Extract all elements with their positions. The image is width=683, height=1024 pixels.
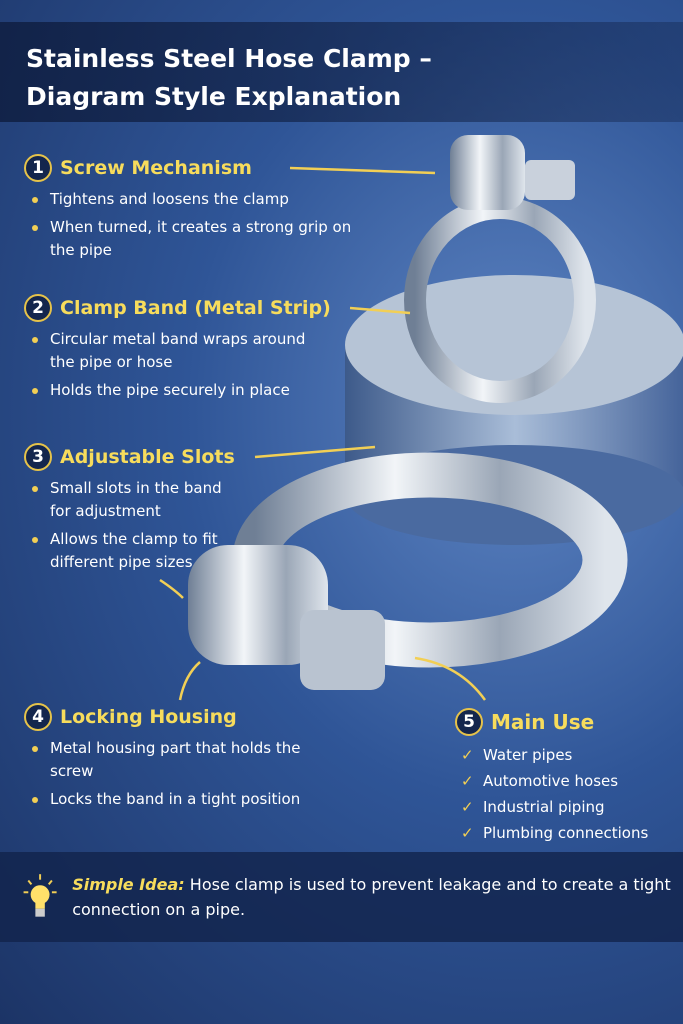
section-heading: Adjustable Slots (60, 446, 235, 468)
title-banner: Stainless Steel Hose Clamp – Diagram Sty… (0, 22, 683, 122)
arrow-1 (289, 166, 436, 175)
lightbulb-icon (23, 874, 57, 917)
arrow-3b (159, 578, 184, 599)
arrow-4 (178, 661, 201, 701)
section-locking-housing: 4 Locking Housing Metal housing part that… (24, 703, 344, 816)
bullet: Small slots in the band for adjustment (24, 477, 229, 523)
number-badge: 3 (24, 443, 52, 471)
arrow-5 (414, 656, 487, 701)
simple-idea-body: Hose clamp is used to prevent leakage an… (72, 875, 671, 919)
section-adjustable-slots: 3 Adjustable Slots Small slots in the ban… (24, 443, 235, 579)
simple-idea-label: Simple Idea: (72, 875, 185, 894)
check-item: Water pipes (457, 744, 648, 767)
number-badge: 2 (24, 294, 52, 322)
number-badge: 1 (24, 154, 52, 182)
section-heading: Screw Mechanism (60, 157, 252, 179)
bullet: Locks the band in a tight position (24, 788, 344, 811)
section-heading: Clamp Band (Metal Strip) (60, 297, 331, 319)
simple-idea-banner: Simple Idea: Hose clamp is used to preve… (0, 852, 683, 942)
bullet: Circular metal band wraps around the pip… (24, 328, 314, 374)
section-clamp-band: 2 Clamp Band (Metal Strip) Circular metal… (24, 294, 331, 407)
bullet: Allows the clamp to fit different pipe s… (24, 528, 229, 574)
check-item: Industrial piping (457, 796, 648, 819)
large-clamp (188, 452, 628, 690)
bullet: When turned, it creates a strong grip on… (24, 216, 364, 262)
section-heading: Main Use (491, 710, 595, 734)
number-badge: 4 (24, 703, 52, 731)
bullet: Holds the pipe securely in place (24, 379, 314, 402)
page-subtitle: Diagram Style Explanation (26, 82, 402, 111)
arrow-3 (254, 445, 376, 459)
small-clamp (404, 135, 596, 403)
arrow-2 (349, 306, 411, 315)
bullet: Tightens and loosens the clamp (24, 188, 364, 211)
section-main-use: 5 Main Use Water pipesAutomotive hosesInd… (455, 708, 648, 850)
check-item: Plumbing connections (457, 822, 648, 845)
bullet: Metal housing part that holds the screw (24, 737, 344, 783)
page-title: Stainless Steel Hose Clamp – (26, 44, 432, 73)
simple-idea-text: Simple Idea: Hose clamp is used to preve… (72, 872, 683, 922)
number-badge: 5 (455, 708, 483, 736)
section-heading: Locking Housing (60, 706, 237, 728)
check-item: Automotive hoses (457, 770, 648, 793)
section-screw-mechanism: 1 Screw Mechanism Tightens and loosens th… (24, 154, 364, 267)
